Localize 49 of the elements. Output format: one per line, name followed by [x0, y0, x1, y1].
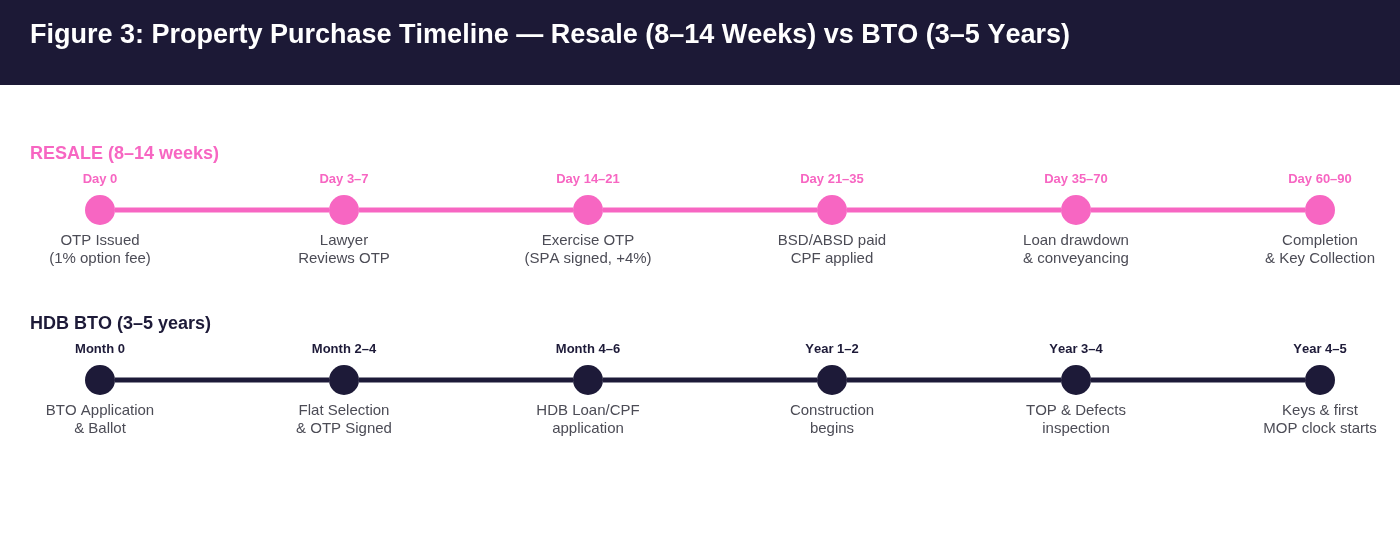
milestone-dot: [573, 365, 603, 395]
milestone-dot: [1305, 195, 1335, 225]
date-label: Day 0: [82, 171, 118, 187]
timeline-connector: [603, 377, 817, 383]
date-label: Month 2–4: [311, 341, 377, 357]
timeline-connector: [1091, 377, 1305, 383]
date-label: Day 21–35: [800, 171, 864, 187]
milestone-dot: [573, 195, 603, 225]
milestone-description: BSD/ABSD paid CPF applied: [777, 231, 887, 267]
date-label: Month 0: [75, 341, 125, 357]
section-heading: HDB BTO (3–5 years): [30, 312, 212, 335]
timeline-connector: [1091, 207, 1305, 213]
milestone-description: Construction begins: [789, 401, 875, 437]
milestone-description: Loan drawdown & conveyancing: [1023, 231, 1129, 267]
page-title: Figure 3: Property Purchase Timeline — Resale (8–14 Weeks) vs BTO (3–5 Years): [30, 18, 1070, 51]
milestone-dot: [817, 195, 847, 225]
milestone-dot: [1061, 365, 1091, 395]
section-heading: RESALE (8–14 weeks): [30, 142, 220, 165]
date-label: Month 4–6: [555, 341, 621, 357]
milestone-description: Lawyer Reviews OTP: [298, 231, 390, 267]
timeline-connector: [359, 207, 573, 213]
milestone-dot: [85, 195, 115, 225]
milestone-description: OTP Issued (1% option fee): [49, 231, 151, 267]
milestone-dot: [1305, 365, 1335, 395]
date-label: Year 1–2: [805, 341, 859, 357]
milestone-description: Keys & first MOP clock starts: [1263, 401, 1377, 437]
milestone-dot: [817, 365, 847, 395]
milestone-dot: [329, 195, 359, 225]
date-label: Day 14–21: [556, 171, 620, 187]
timeline-connector: [847, 377, 1061, 383]
milestone-description: Exercise OTP (SPA signed, +4%): [524, 231, 652, 267]
milestone-description: TOP & Defects inspection: [1026, 401, 1126, 437]
date-label: Day 60–90: [1288, 171, 1352, 187]
timeline-connector: [115, 207, 329, 213]
timeline-connector: [603, 207, 817, 213]
date-label: Day 35–70: [1044, 171, 1108, 187]
milestone-dot: [329, 365, 359, 395]
milestone-dot: [85, 365, 115, 395]
milestone-dot: [1061, 195, 1091, 225]
milestone-description: Completion & Key Collection: [1264, 231, 1376, 267]
milestone-description: BTO Application & Ballot: [45, 401, 155, 437]
timeline-connector: [847, 207, 1061, 213]
milestone-description: Flat Selection & OTP Signed: [296, 401, 392, 437]
timeline-connector: [115, 377, 329, 383]
date-label: Year 3–4: [1049, 341, 1103, 357]
date-label: Day 3–7: [319, 171, 369, 187]
milestone-description: HDB Loan/CPF application: [536, 401, 640, 437]
timeline-connector: [359, 377, 573, 383]
date-label: Year 4–5: [1293, 341, 1347, 357]
